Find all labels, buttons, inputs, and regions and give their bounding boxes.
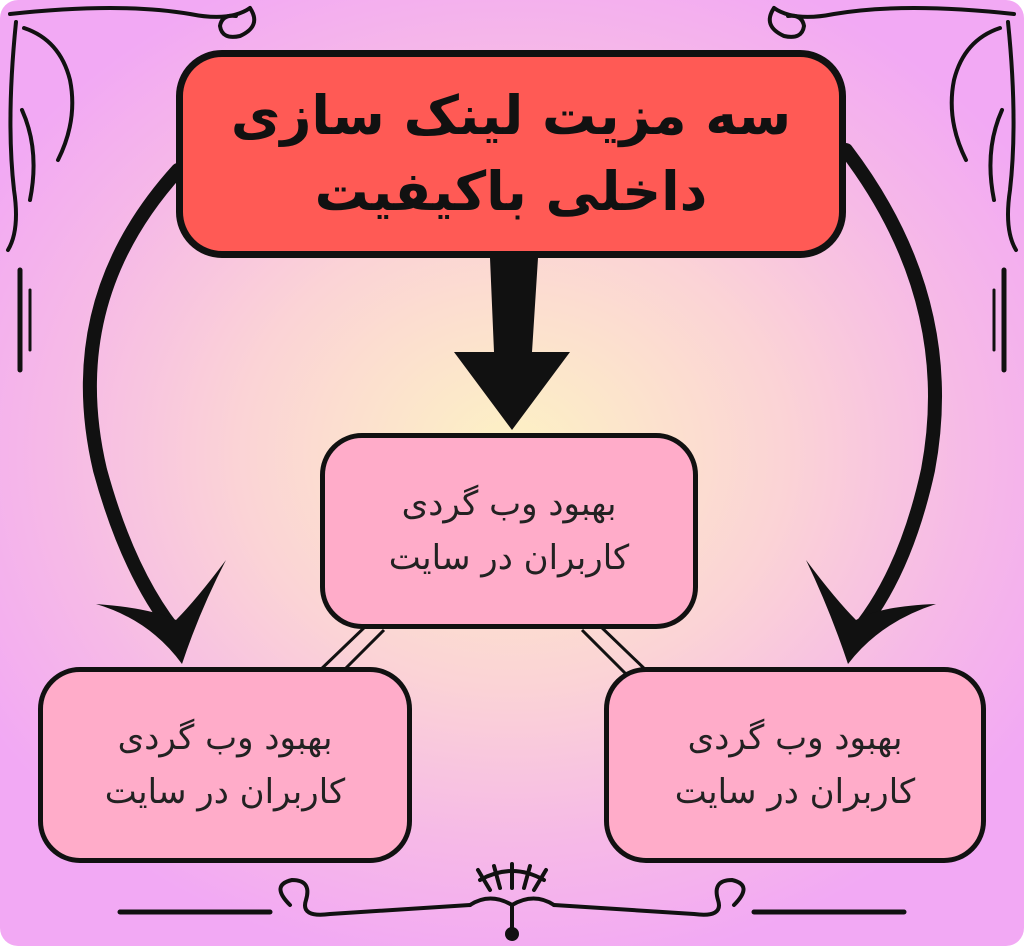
down-arrow	[454, 258, 570, 430]
benefit-node-right: بهبود وب گردی کاربران در سایت	[604, 667, 986, 863]
title-box: سه مزیت لینک سازی داخلی باکیفیت	[176, 50, 846, 258]
curved-arrow-right	[806, 143, 943, 664]
node-line-1: بهبود وب گردی	[401, 484, 617, 524]
connector-lines	[314, 622, 652, 682]
node-line-1: بهبود وب گردی	[687, 718, 903, 758]
bottom-ornament	[117, 862, 907, 941]
benefit-node-top: بهبود وب گردی کاربران در سایت	[320, 433, 698, 629]
curved-arrow-left	[82, 163, 226, 664]
title-line-2: داخلی باکیفیت	[314, 160, 708, 223]
node-line-2: کاربران در سایت	[104, 772, 346, 812]
title-line-1: سه مزیت لینک سازی	[230, 84, 792, 147]
node-line-2: کاربران در سایت	[388, 538, 630, 578]
corner-flourish-top-left	[6, 6, 257, 373]
corner-flourish-top-right	[767, 6, 1018, 373]
node-line-2: کاربران در سایت	[674, 772, 916, 812]
benefit-node-left: بهبود وب گردی کاربران در سایت	[38, 667, 412, 863]
node-line-1: بهبود وب گردی	[117, 718, 333, 758]
